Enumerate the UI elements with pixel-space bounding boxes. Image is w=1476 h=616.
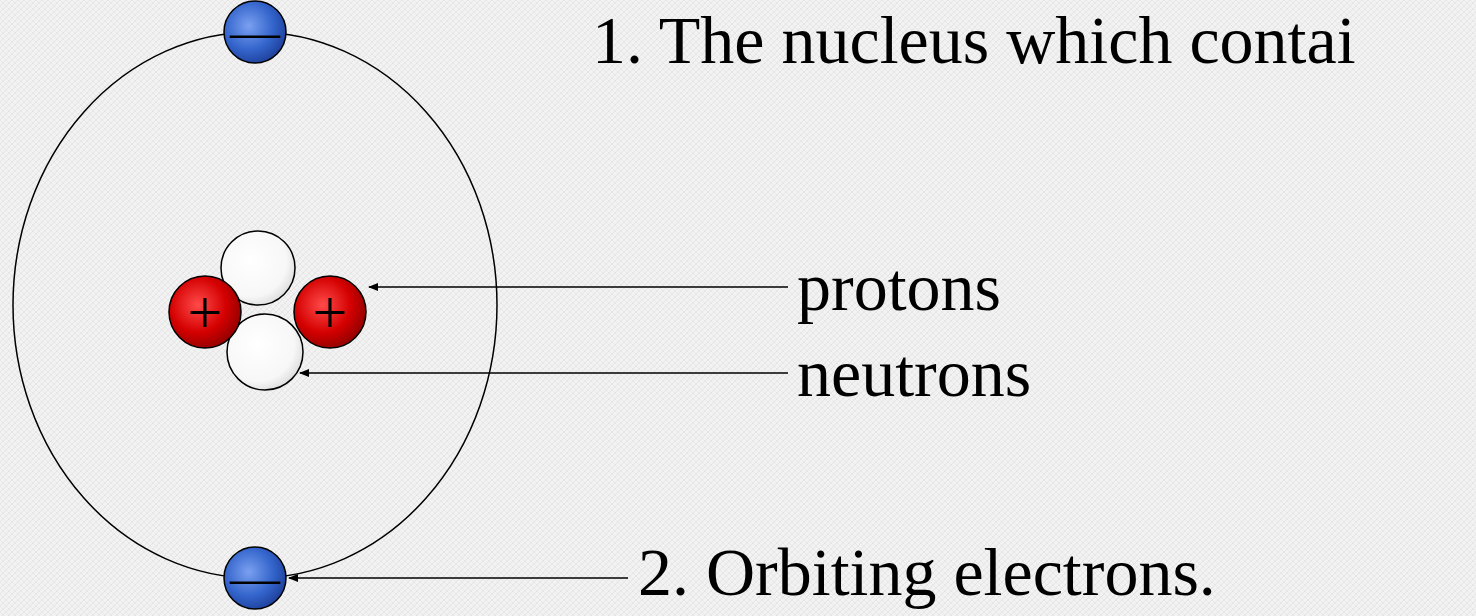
numbered-note: 1. The nucleus which contai [592, 1, 1356, 79]
charge-minus: — [230, 553, 280, 603]
part-label: neutrons [797, 334, 1031, 412]
node-text-holder: — [223, 546, 287, 610]
electron-circle [224, 547, 286, 609]
proton-circle [294, 276, 366, 348]
proton: + [293, 275, 367, 349]
numbered-note: 2. Orbiting electrons. [638, 533, 1216, 611]
charge-plus: + [313, 281, 348, 343]
part-label: protons [797, 248, 1001, 326]
leader-line [300, 372, 788, 374]
leader-line [289, 577, 628, 579]
proton: + [168, 275, 242, 349]
electron-circle [224, 1, 286, 63]
charge-minus: — [230, 7, 280, 57]
electron: — [223, 546, 287, 610]
node-text-holder: + [293, 275, 367, 349]
leader-line [369, 286, 788, 288]
orbit [13, 32, 497, 578]
electron: — [223, 0, 287, 64]
node-text-holder: + [168, 275, 242, 349]
charge-plus: + [188, 281, 223, 343]
node-text-holder: — [223, 0, 287, 64]
proton-circle [169, 276, 241, 348]
